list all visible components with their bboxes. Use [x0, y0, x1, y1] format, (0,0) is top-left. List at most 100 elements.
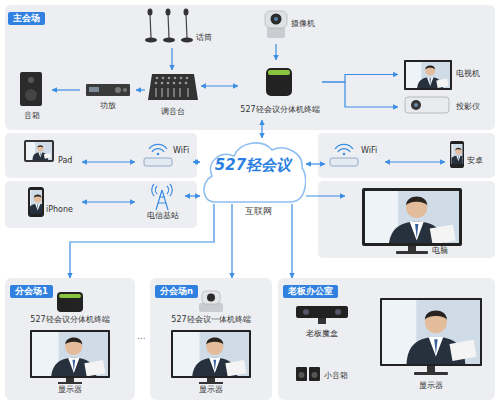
wifi-router-icon: [157, 153, 160, 156]
wifi-router-icon: [343, 153, 346, 156]
base-station-node: 电信基站: [135, 184, 185, 226]
base-station-icon: [167, 186, 169, 194]
device-label: 小音箱: [324, 372, 348, 380]
base-station-icon: [152, 184, 154, 196]
connector-line: [291, 204, 292, 278]
device-label: 调音台: [161, 108, 185, 116]
device-label: 音箱: [24, 112, 40, 120]
connector-line: [82, 201, 135, 202]
tablet-icon: [24, 140, 54, 162]
wifi-router-icon: [152, 149, 164, 152]
phone-icon: [450, 141, 464, 168]
device-label: 显示器: [58, 386, 82, 394]
connector-line: [306, 163, 325, 164]
device-label: 527轻会议分体机终端: [240, 106, 319, 114]
internet-cloud: 527轻会议互联网: [200, 138, 306, 204]
venue-tag: 老板办公室: [283, 285, 338, 298]
computer-monitor-icon: [408, 246, 416, 251]
device-band: [318, 181, 495, 258]
connector-line: [70, 204, 214, 278]
connector-line: [185, 195, 200, 196]
device-label: 527轻会议分体机终端: [30, 316, 109, 324]
tv-node: 电视机: [398, 58, 488, 91]
office-panel: 老板办公室老板魔盒小音箱显示器: [278, 278, 495, 400]
device-label: 电信基站: [147, 212, 179, 220]
small-speaker-node: 小音箱: [290, 364, 365, 392]
device-label: Pad: [58, 157, 72, 165]
venue-tag: 分会场n: [155, 285, 198, 298]
phone-icon: [19, 141, 471, 217]
base-station-icon: [152, 184, 173, 210]
phone-icon: [443, 144, 472, 164]
microphone-node: 话筒: [140, 8, 220, 48]
projector-node: 投影仪: [398, 93, 488, 121]
speaker-node: 音箱: [12, 68, 52, 124]
device-label: iPhone: [46, 206, 73, 214]
wifi-router-icon: [330, 158, 358, 166]
computer-monitor-icon: [396, 251, 428, 254]
tablet-icon: [26, 142, 52, 160]
monitor-node: 显示器: [166, 328, 256, 398]
device-band: [5, 133, 197, 178]
wifi-router-icon: [149, 144, 167, 152]
device-label: 摄像机: [291, 20, 315, 28]
tablet-node: Pad: [20, 137, 82, 175]
cloud-shape: [204, 143, 306, 202]
phone-icon: [28, 187, 44, 217]
device-label: 电视机: [456, 70, 480, 78]
device-label: 电脑: [432, 247, 448, 255]
device-label: 显示器: [419, 382, 443, 390]
connector-line: [193, 161, 200, 162]
connector-line: [82, 161, 135, 162]
cloud-title: 527轻会议: [215, 158, 291, 173]
connector-line: [385, 161, 445, 162]
device-label: 老板魔盒: [306, 330, 338, 338]
boss-box-node: 老板魔盒: [290, 300, 362, 350]
monitor-node: 显示器: [375, 296, 487, 396]
connector-line: [231, 204, 232, 278]
base-station-icon: [155, 186, 157, 194]
wifi-node: WiFi: [325, 137, 385, 175]
device-band: [5, 133, 495, 258]
phone-node: iPhone: [22, 184, 82, 226]
terminal-node: 527轻会议分体机终端: [238, 60, 322, 120]
venue-panel: 主会场话筒 摄像机音箱 功放调音台 527轻会议分体机终端 电视机投影仪: [5, 5, 495, 130]
amplifier-node: 功放: [80, 78, 136, 120]
computer-monitor-icon: [365, 184, 459, 250]
mixer-node: 调音台: [145, 70, 201, 122]
device-label: 527轻会议一体机终端: [171, 316, 250, 324]
device-label: WiFi: [173, 147, 189, 155]
device-band: [318, 133, 495, 178]
base-station-icon: [170, 184, 172, 196]
ellipsis-label: ...: [137, 332, 146, 341]
tablet-icon: [24, 140, 54, 162]
wifi-router-icon: [338, 149, 350, 152]
device-label: 安卓: [467, 157, 483, 165]
terminal-node: 527轻会议分体机终端: [12, 290, 128, 328]
branch-panel: 分会场1 527轻会议分体机终端显示器: [5, 278, 135, 400]
computer-monitor-icon: [362, 188, 462, 246]
wifi-router-icon: [335, 144, 353, 152]
device-label: 显示器: [199, 386, 223, 394]
cloud-caption: 互联网: [245, 207, 272, 216]
venue-tag: 分会场1: [10, 285, 53, 298]
device-label: 功放: [100, 102, 116, 110]
connector-line: [306, 195, 345, 196]
monitor-node: 显示器: [25, 328, 115, 398]
device-label: WiFi: [361, 147, 377, 155]
terminal-node: 527轻会议一体机终端: [158, 290, 264, 328]
device-label: 投影仪: [456, 103, 480, 111]
wifi-node: WiFi: [135, 137, 193, 175]
device-label: 话筒: [196, 34, 212, 42]
phone-node: 安卓: [445, 137, 493, 175]
camera-node: 摄像机: [258, 6, 330, 44]
base-station-icon: [156, 190, 168, 210]
wifi-router-icon: [335, 144, 353, 149]
branch-panel: 分会场n 527轻会议一体机终端显示器: [150, 278, 272, 400]
computer-monitor-icon: [362, 184, 462, 254]
computer-node: 电脑: [345, 185, 475, 257]
venue-tag: 主会场: [8, 12, 45, 25]
wifi-router-icon: [144, 158, 172, 166]
wifi-router-icon: [149, 144, 167, 149]
